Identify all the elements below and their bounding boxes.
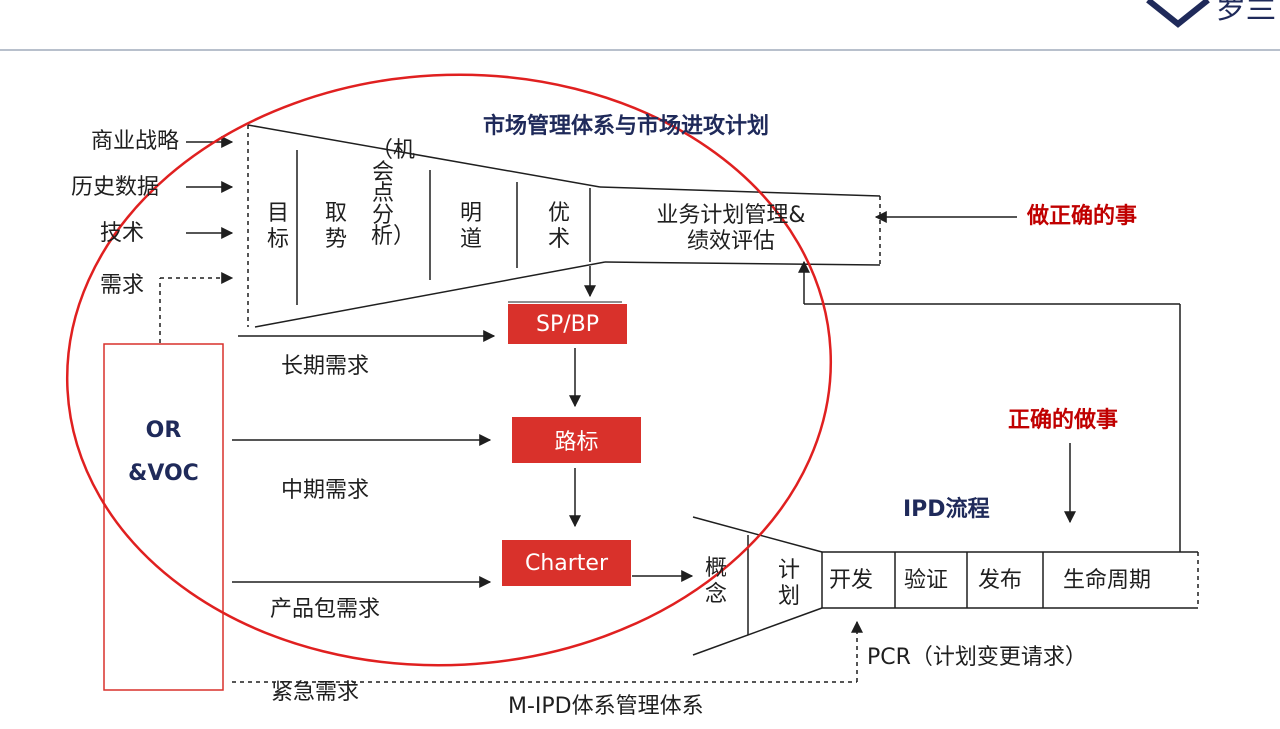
ipd-phase-develop: 开发 <box>829 568 874 593</box>
logo-text: 罗兰 <box>1216 0 1276 24</box>
demand-arrows <box>232 330 863 683</box>
long-term-demand-label: 长期需求 <box>281 354 370 379</box>
do-right-things-label: 做正确的事 <box>1027 204 1138 229</box>
step-opportunity-analysis: （机会点分析） <box>371 138 416 249</box>
spbp-box: SP/BP <box>508 304 627 344</box>
product-package-demand-label: 产品包需求 <box>270 597 381 622</box>
step-momentum: 取势 <box>324 201 347 252</box>
do-things-right-label: 正确的做事 <box>1008 408 1119 433</box>
pcr-label: PCR（计划变更请求） <box>867 645 1087 670</box>
ipd-step-plan: 计划 <box>777 558 800 609</box>
input-business-strategy: 商业战略 <box>91 129 180 154</box>
business-plan-label: 业务计划管理&绩效评估 <box>656 203 806 254</box>
ipd-phase-release: 发布 <box>978 568 1023 593</box>
input-technology: 技术 <box>100 221 145 246</box>
mid-term-demand-label: 中期需求 <box>281 478 370 503</box>
funnel-input-arrows <box>159 136 234 343</box>
ipd-title: IPD流程 <box>903 497 990 522</box>
ipd-step-concept: 概念 <box>704 556 727 607</box>
or-label: OR <box>145 418 182 443</box>
roadmap-box: 路标 <box>512 417 641 463</box>
funnel-title: 市场管理体系与市场进攻计划 <box>483 114 770 139</box>
market-funnel <box>247 124 881 328</box>
logo-chevron-icon <box>1146 0 1210 28</box>
highlight-ellipse <box>65 73 833 667</box>
charter-box: Charter <box>502 540 631 586</box>
step-goal: 目标 <box>266 201 289 252</box>
flow-arrows <box>569 266 694 582</box>
input-historical-data: 历史数据 <box>71 175 160 200</box>
urgent-demand-label: 紧急需求 <box>271 680 360 705</box>
or-voc-box <box>103 343 224 691</box>
step-tactics: 优术 <box>547 201 570 252</box>
right-arrows <box>798 211 1181 552</box>
m-ipd-system-label: M-IPD体系管理体系 <box>508 694 704 719</box>
voc-label: &VOC <box>128 461 199 486</box>
input-demand: 需求 <box>100 273 145 298</box>
ipd-phase-lifecycle: 生命周期 <box>1063 568 1152 593</box>
step-direction: 明道 <box>459 201 482 252</box>
ipd-process <box>692 516 1199 656</box>
ipd-phase-verify: 验证 <box>904 568 949 593</box>
